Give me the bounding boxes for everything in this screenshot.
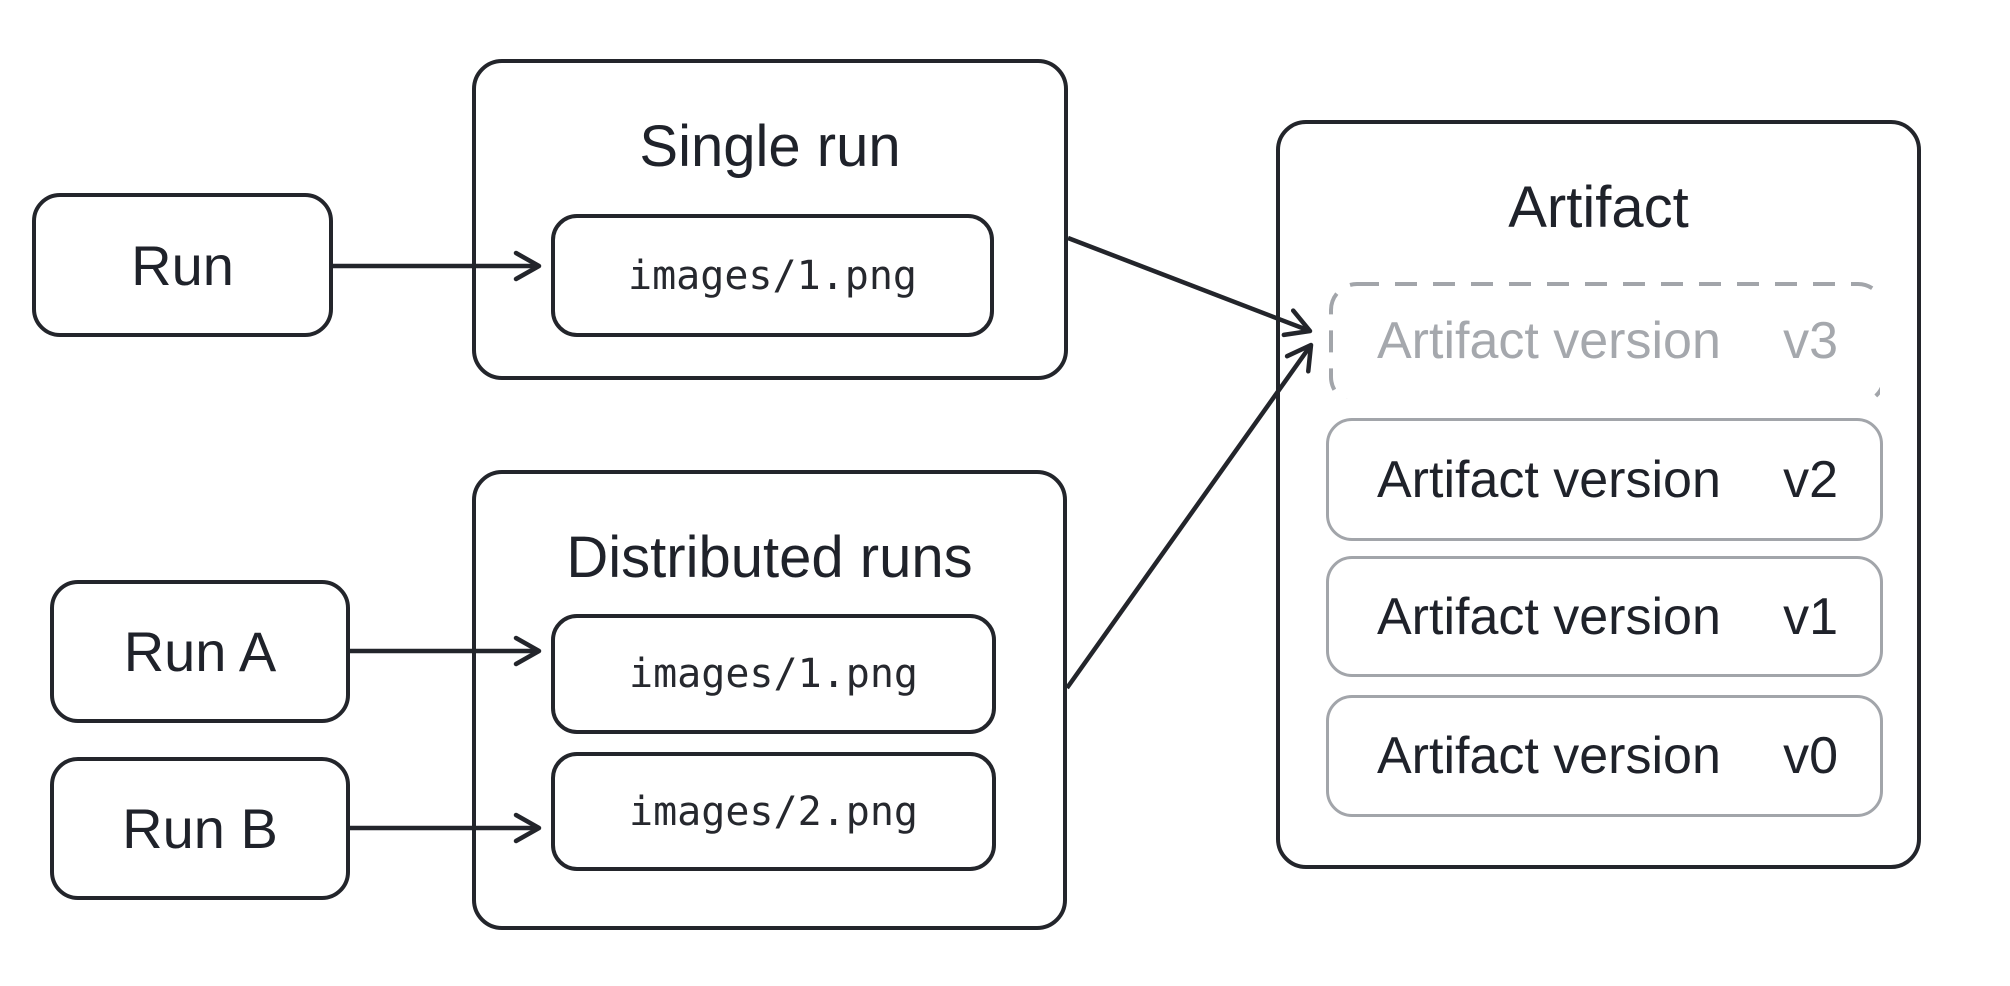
single-run-group-title: Single run (639, 114, 901, 179)
artifact-version-label: Artifact version (1377, 587, 1721, 646)
single-run-group: Single run images/1.png (472, 59, 1068, 380)
artifact-version-row-v2: Artifact version v2 (1326, 418, 1883, 541)
distributed-runs-group-title: Distributed runs (566, 525, 973, 590)
artifact-version-number: v0 (1783, 727, 1838, 785)
artifact-version-label: Artifact version (1377, 450, 1721, 509)
artifact-version-number: v3 (1783, 311, 1838, 370)
run-node-label: Run (131, 233, 234, 297)
run-a-node-label: Run A (123, 620, 277, 683)
run-node: Run (32, 193, 333, 337)
artifact-version-row-v3: Artifact version v3 (1326, 279, 1883, 402)
arrow-distributed-runs-to-artifact-v3 (1065, 342, 1314, 690)
distributed-file-box-a: images/1.png (551, 614, 996, 734)
distributed-file-box-b: images/2.png (551, 752, 996, 871)
run-b-node-label: Run B (122, 797, 278, 860)
arrow-single-run-to-artifact-v3 (1067, 235, 1313, 338)
artifact-version-row-v1: Artifact version v1 (1326, 556, 1883, 677)
artifact-version-label: Artifact version (1377, 311, 1721, 370)
artifact-version-number: v1 (1783, 587, 1838, 646)
run-a-node: Run A (50, 580, 350, 723)
distributed-file-path-b: images/2.png (629, 788, 918, 835)
artifact-version-label: Artifact version (1377, 727, 1721, 785)
distributed-runs-group: Distributed runs images/1.png images/2.p… (472, 470, 1067, 930)
run-b-node: Run B (50, 757, 350, 900)
artifact-version-row-v0: Artifact version v0 (1326, 695, 1883, 817)
artifact-group-title: Artifact (1508, 175, 1689, 240)
artifact-group: Artifact Artifact version v3 Artifact ve… (1276, 120, 1921, 869)
distributed-file-path-a: images/1.png (629, 651, 918, 697)
single-run-file-box: images/1.png (551, 214, 994, 337)
artifact-version-number: v2 (1783, 450, 1838, 509)
single-run-file-path: images/1.png (628, 252, 917, 299)
